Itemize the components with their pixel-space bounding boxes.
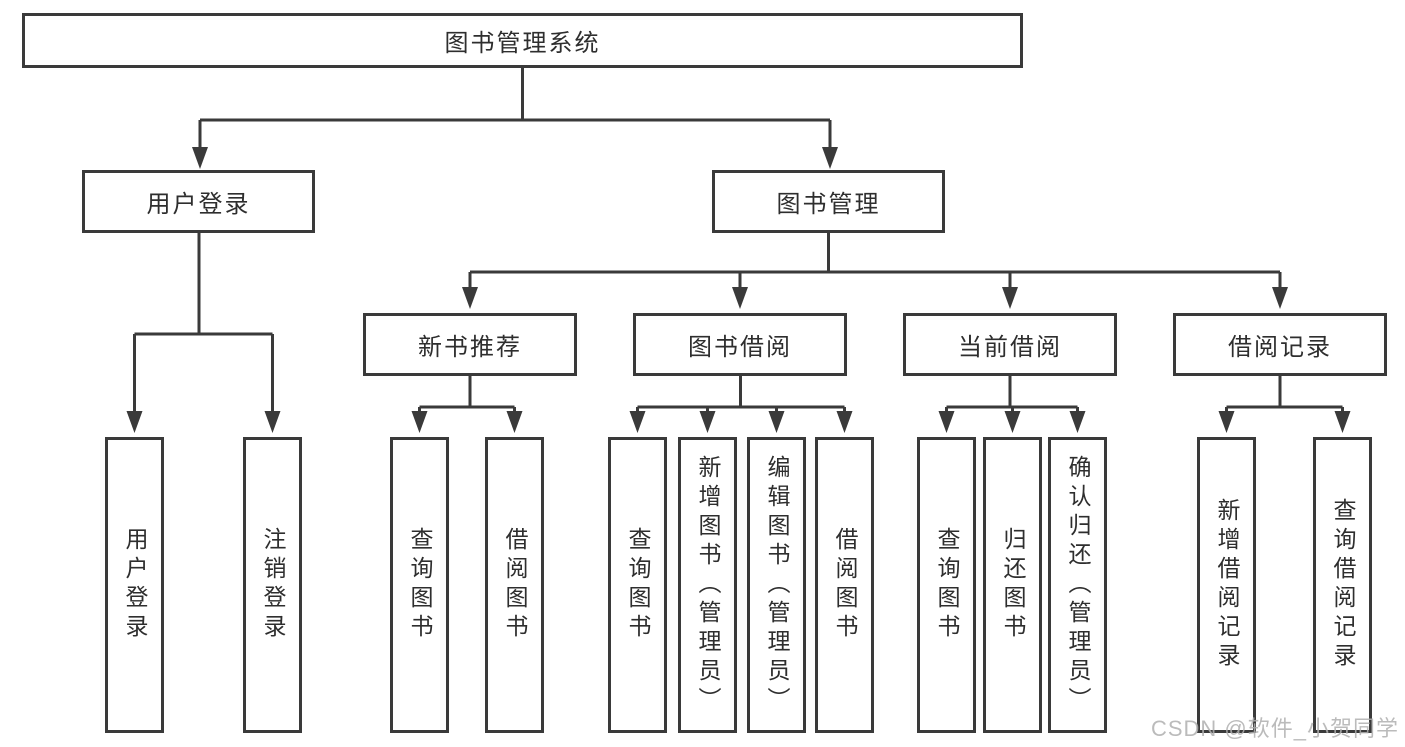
connector-current-borrow-children	[938, 376, 1086, 433]
connector-user-login-children	[126, 233, 281, 433]
node-new-book-recommendation: 新书推荐	[363, 313, 577, 376]
node-label: 图书借阅	[688, 334, 792, 361]
leaf-query-books-borrow: 查询图书	[608, 437, 667, 733]
node-label: 查询借阅记录	[1330, 498, 1356, 672]
node-label: 查询图书	[407, 527, 433, 643]
node-label: 图书管理	[776, 191, 881, 218]
connector-borrow-records-children	[1218, 376, 1351, 433]
node-label: 当前借阅	[958, 334, 1062, 361]
node-label: 编辑图书（管理员）	[764, 454, 790, 716]
node-borrowing-records: 借阅记录	[1173, 313, 1387, 376]
leaf-query-books-current: 查询图书	[917, 437, 976, 733]
node-label: 借阅图书	[832, 527, 858, 643]
leaf-edit-books-admin: 编辑图书（管理员）	[747, 437, 806, 733]
node-label: 归还图书	[1000, 527, 1026, 643]
leaf-add-books-admin: 新增图书（管理员）	[678, 437, 737, 733]
node-user-login: 用户登录	[82, 170, 315, 233]
node-book-borrowing: 图书借阅	[633, 313, 847, 376]
connector-book-borrow-children	[629, 376, 853, 433]
node-library-management-system: 图书管理系统	[22, 13, 1023, 68]
leaf-add-borrow-record: 新增借阅记录	[1197, 437, 1256, 733]
node-label: 查询图书	[934, 527, 960, 643]
node-label: 确认归还（管理员）	[1065, 454, 1091, 716]
node-label: 查询图书	[625, 527, 651, 643]
leaf-query-borrow-record: 查询借阅记录	[1313, 437, 1372, 733]
leaf-logout: 注销登录	[243, 437, 302, 733]
node-label: 新增图书（管理员）	[695, 454, 721, 716]
connector-book-management-children	[462, 233, 1288, 309]
node-label: 新书推荐	[418, 334, 522, 361]
leaf-user-login: 用户登录	[105, 437, 164, 733]
node-label: 新增借阅记录	[1214, 498, 1240, 672]
leaf-query-books-recommend: 查询图书	[390, 437, 449, 733]
leaf-borrow-books-recommend: 借阅图书	[485, 437, 544, 733]
node-label: 借阅记录	[1228, 334, 1332, 361]
connector-root-to-level2	[192, 68, 838, 169]
watermark: CSDN @软件_小贺同学	[1150, 716, 1399, 741]
leaf-confirm-return-admin: 确认归还（管理员）	[1048, 437, 1107, 733]
node-label: 用户登录	[146, 191, 251, 218]
leaf-return-books: 归还图书	[983, 437, 1042, 733]
node-label: 用户登录	[122, 527, 148, 643]
node-label: 注销登录	[260, 527, 286, 643]
connector-new-book-children	[411, 376, 523, 433]
node-label: 借阅图书	[502, 527, 528, 643]
leaf-borrow-books: 借阅图书	[815, 437, 874, 733]
node-current-borrowing: 当前借阅	[903, 313, 1117, 376]
node-book-management: 图书管理	[712, 170, 945, 233]
node-label: 图书管理系统	[444, 30, 601, 57]
